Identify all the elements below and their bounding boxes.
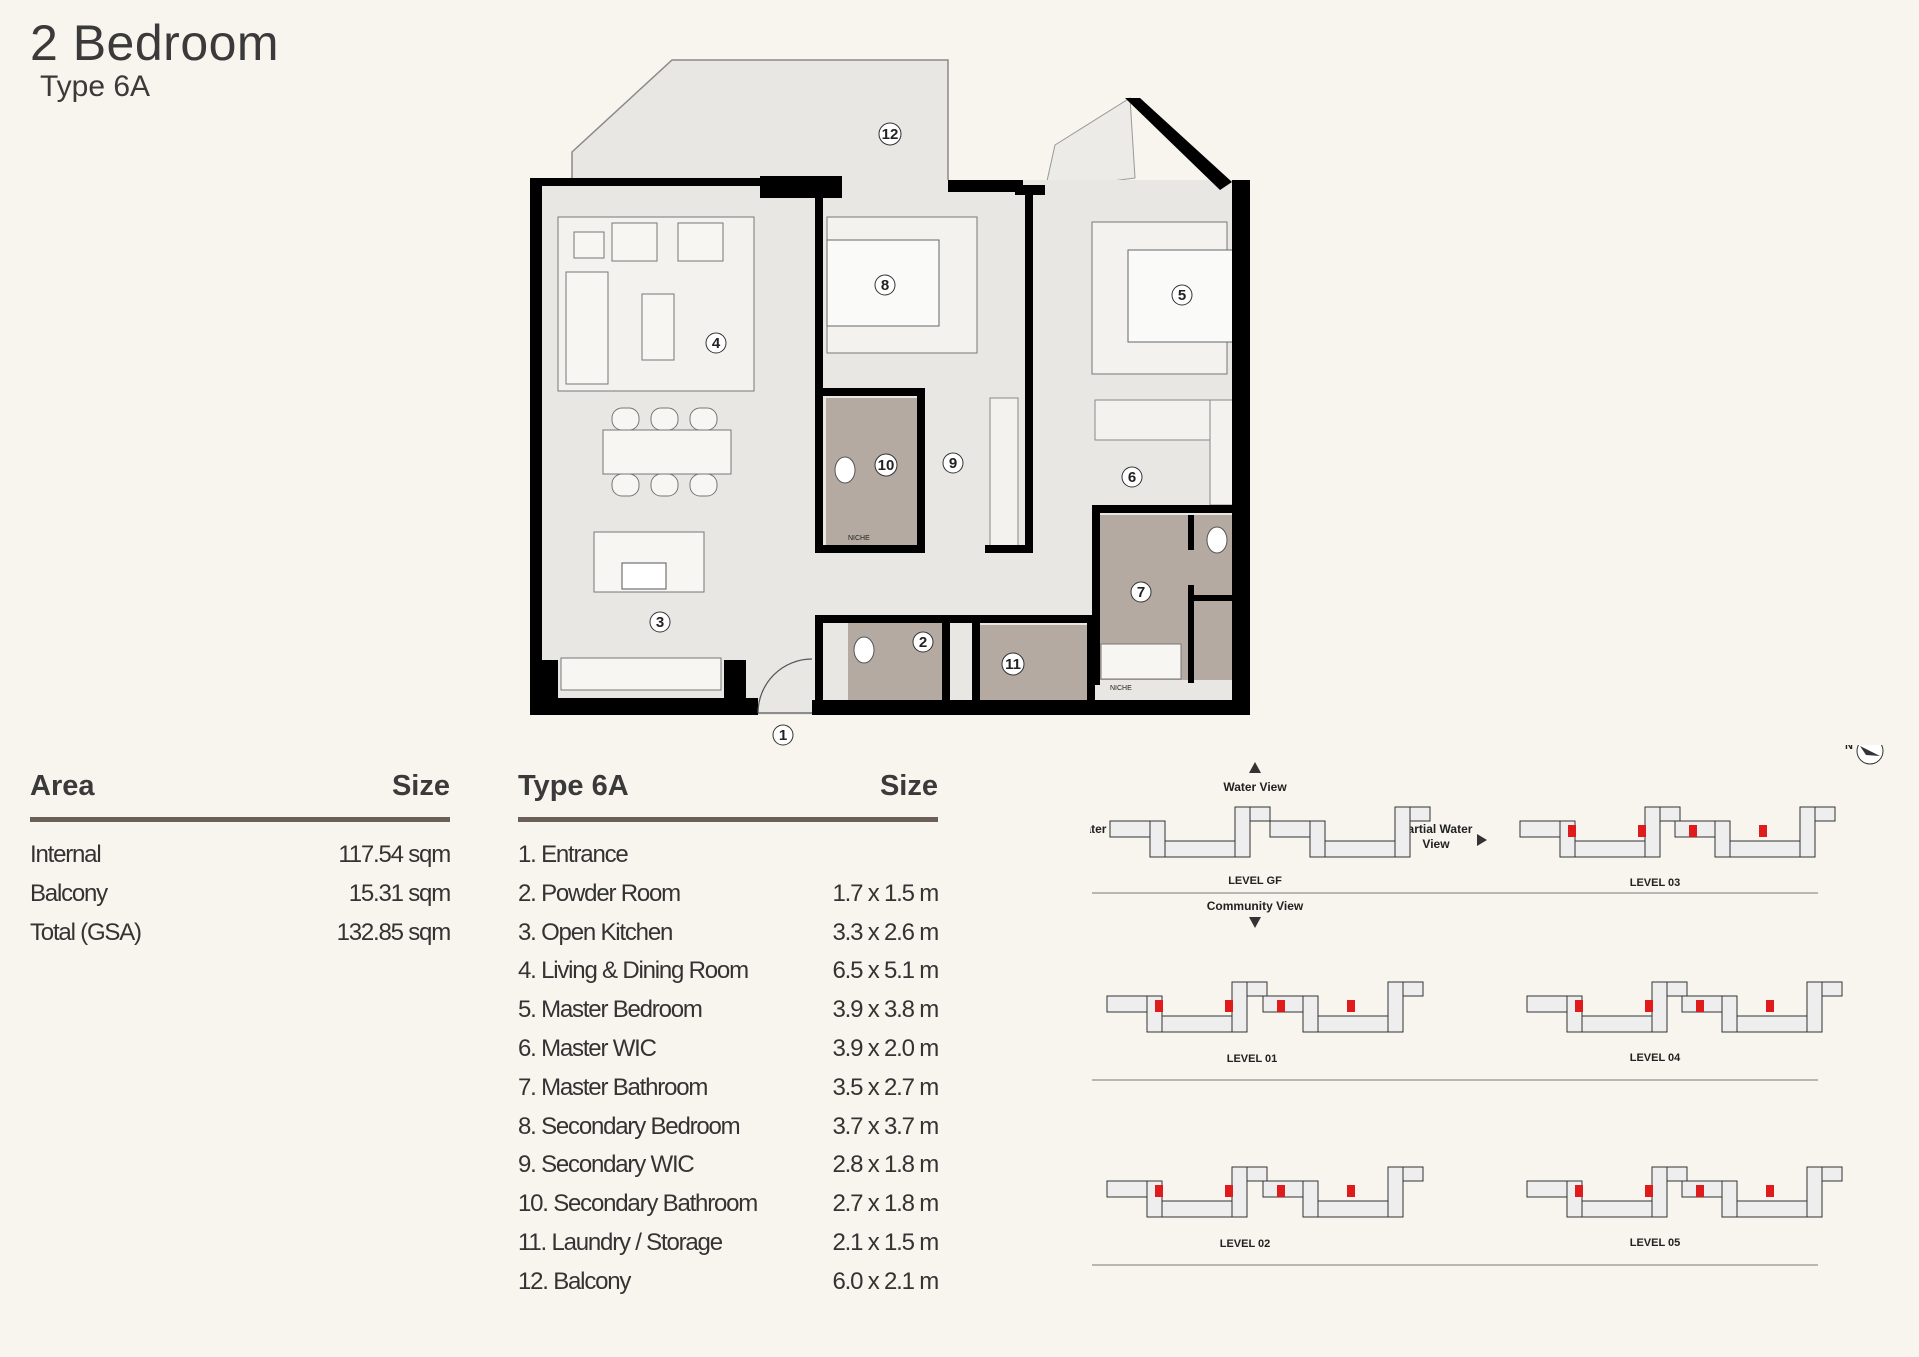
svg-text:Partial Water: Partial Water: [1400, 822, 1473, 836]
table-row: 2. Powder Room 1.7 x 1.5 m: [518, 875, 939, 914]
room-size: 3.9 x 3.8 m: [832, 996, 939, 1024]
table-row: 1. Entrance: [518, 836, 938, 875]
svg-text:View: View: [1422, 837, 1450, 851]
sec-wardrobe: [989, 397, 1019, 549]
room-label: 3. Open Kitchen: [518, 918, 673, 946]
tub: [1100, 643, 1182, 680]
room-size: 2.1 x 1.5 m: [832, 1228, 939, 1256]
wc-2: [853, 636, 875, 664]
room-markers: 1 2 3 4 5 6 7 8 9 10 11 12: [649, 122, 1193, 746]
room-label: 2. Powder Room: [518, 879, 681, 907]
room-label: 7. Master Bathroom: [518, 1073, 708, 1101]
table-row: 9. Secondary WIC 2.8 x 1.8 m: [518, 1146, 939, 1185]
level-05-label: LEVEL 05: [1630, 1237, 1681, 1249]
key-plan: Water View Partial Water View Partial Wa…: [1090, 745, 1884, 1266]
level-04-label: LEVEL 04: [1630, 1052, 1681, 1064]
type-col-header: Type 6A: [518, 770, 629, 802]
level-gf-label: LEVEL GF: [1228, 875, 1282, 887]
room-size: 6.0 x 2.1 m: [832, 1267, 939, 1295]
room-number-12: 12: [882, 126, 899, 143]
svg-text:N: N: [1845, 745, 1853, 752]
entrance-door: [757, 658, 813, 714]
page-subtitle: Type 6A: [40, 70, 151, 103]
room-size: 3.7 x 3.7 m: [832, 1112, 939, 1140]
area-col-header: Area: [30, 770, 95, 802]
dining-table: [602, 429, 732, 475]
kitchen-counter: [560, 657, 722, 691]
room-label: 5. Master Bedroom: [518, 996, 703, 1024]
table-row: Total (GSA)132.85 sqm: [30, 918, 451, 946]
room-number-3: 3: [656, 614, 664, 631]
floor-plan: 1 2 3 4 5 6 7 8 9 10 11 12 NICHE NICHE: [530, 59, 1250, 746]
level-01-label: LEVEL 01: [1227, 1053, 1278, 1065]
table-row: 5. Master Bedroom 3.9 x 3.8 m: [518, 991, 939, 1030]
coffee-table: [641, 293, 675, 361]
water-view-label: Water View: [1223, 780, 1287, 794]
room-number-9: 9: [949, 455, 957, 472]
area-table-header: Area Size: [30, 770, 450, 822]
room-size: 2.7 x 1.8 m: [832, 1190, 939, 1218]
room-label: 1. Entrance: [518, 841, 629, 868]
niche-label-2: NICHE: [1110, 685, 1132, 692]
room-size: 3.3 x 2.6 m: [832, 918, 939, 946]
side-table: [573, 231, 605, 259]
room-number-4: 4: [712, 335, 721, 352]
room-label: 8. Secondary Bedroom: [518, 1112, 741, 1140]
svg-text:Partial Water: Partial Water: [1090, 822, 1107, 836]
room-size: 2.8 x 1.8 m: [832, 1151, 939, 1179]
table-row: 12. Balcony 6.0 x 2.1 m: [518, 1263, 939, 1302]
niche-label-1: NICHE: [848, 535, 870, 542]
room-number-8: 8: [881, 277, 889, 294]
room-size: 1.7 x 1.5 m: [832, 879, 939, 907]
table-row: 8. Secondary Bedroom 3.7 x 3.7 m: [518, 1108, 939, 1147]
room-number-5: 5: [1178, 287, 1186, 304]
table-row: 4. Living & Dining Room 6.5 x 5.1 m: [518, 952, 939, 991]
table-row: 3. Open Kitchen 3.3 x 2.6 m: [518, 914, 939, 953]
room-label: 4. Living & Dining Room: [518, 957, 749, 985]
page-title: 2 Bedroom: [30, 15, 280, 71]
wc-3: [1206, 526, 1228, 554]
room-label: 9. Secondary WIC: [518, 1151, 695, 1179]
room-size-table: Type 6A Size 1. Entrance 2. Powder Room 1.…: [518, 770, 939, 1302]
room-size: 3.5 x 2.7 m: [832, 1073, 939, 1101]
table-row: 7. Master Bathroom 3.5 x 2.7 m: [518, 1069, 939, 1108]
armchair-2: [677, 222, 724, 262]
table-row: 11. Laundry / Storage 2.1 x 1.5 m: [518, 1224, 939, 1263]
room-size: 6.5 x 5.1 m: [832, 957, 939, 985]
area-size-col-header: Size: [391, 770, 450, 802]
armchair-1: [611, 222, 658, 262]
wc-1: [834, 456, 856, 484]
sec-bed: [826, 239, 940, 327]
sofa: [565, 271, 609, 385]
community-view-label: Community View: [1207, 899, 1304, 913]
room-number-11: 11: [1005, 656, 1021, 673]
north-arrow-icon: N: [1845, 745, 1884, 765]
room-label: 12. Balcony: [518, 1267, 631, 1295]
balcony-side: [1044, 97, 1136, 191]
table-row: 6. Master WIC 3.9 x 2.0 m: [518, 1030, 939, 1069]
type-table-header: Type 6A Size: [518, 770, 938, 822]
room-number-6: 6: [1128, 469, 1136, 486]
type-size-col-header: Size: [879, 770, 938, 802]
level-02-label: LEVEL 02: [1220, 1238, 1271, 1250]
cooktop: [621, 562, 667, 590]
room-label: 10. Secondary Bathroom: [518, 1190, 758, 1218]
room-label: 6. Master WIC: [518, 1034, 657, 1062]
level-03-label: LEVEL 03: [1630, 877, 1681, 889]
room-number-7: 7: [1137, 584, 1145, 601]
room-label: 11. Laundry / Storage: [518, 1228, 723, 1256]
table-row: 10. Secondary Bathroom 2.7 x 1.8 m: [518, 1185, 939, 1224]
laundry-floor: [980, 625, 1090, 705]
room-number-1: 1: [779, 727, 787, 744]
room-size: 3.9 x 2.0 m: [832, 1034, 939, 1062]
room-number-10: 10: [878, 457, 895, 474]
room-number-2: 2: [919, 634, 927, 651]
